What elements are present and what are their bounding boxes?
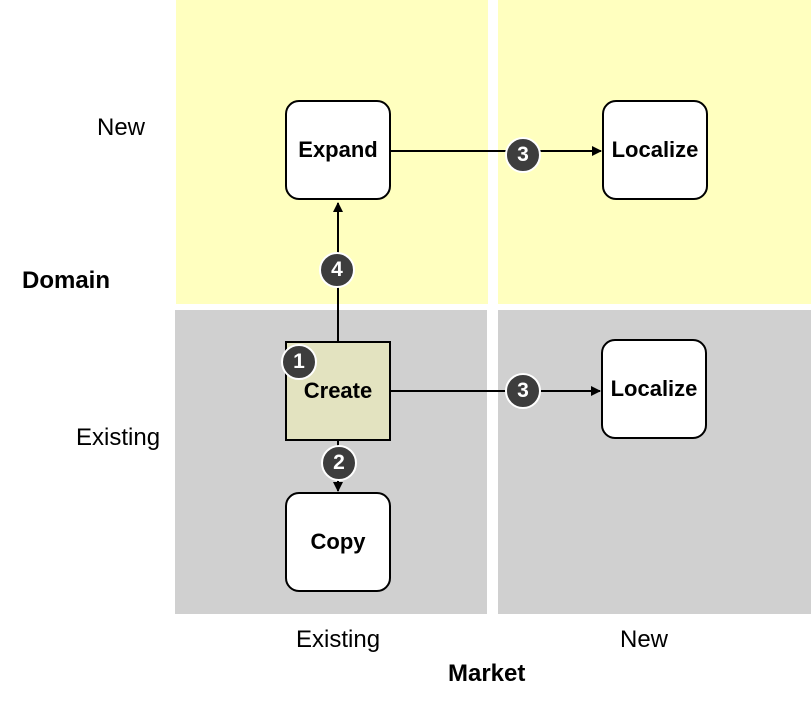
node-copy: Copy <box>285 492 391 592</box>
y-tick-existing: Existing <box>76 424 161 451</box>
x-axis-title: Market <box>448 660 526 687</box>
step-badge-expand: 4 <box>319 252 355 288</box>
step-badge-localize-top: 3 <box>505 137 541 173</box>
y-tick-new: New <box>97 114 146 141</box>
y-axis-title: Domain <box>22 267 111 294</box>
step-badge-create: 1 <box>281 344 317 380</box>
step-badge-copy: 2 <box>321 445 357 481</box>
node-expand: Expand <box>285 100 391 200</box>
step-badge-localize-bottom: 3 <box>505 373 541 409</box>
x-tick-new: New <box>620 626 669 653</box>
x-tick-existing: Existing <box>296 626 381 653</box>
node-localize-existing-domain: Localize <box>601 339 707 439</box>
node-localize-new-domain: Localize <box>602 100 708 200</box>
